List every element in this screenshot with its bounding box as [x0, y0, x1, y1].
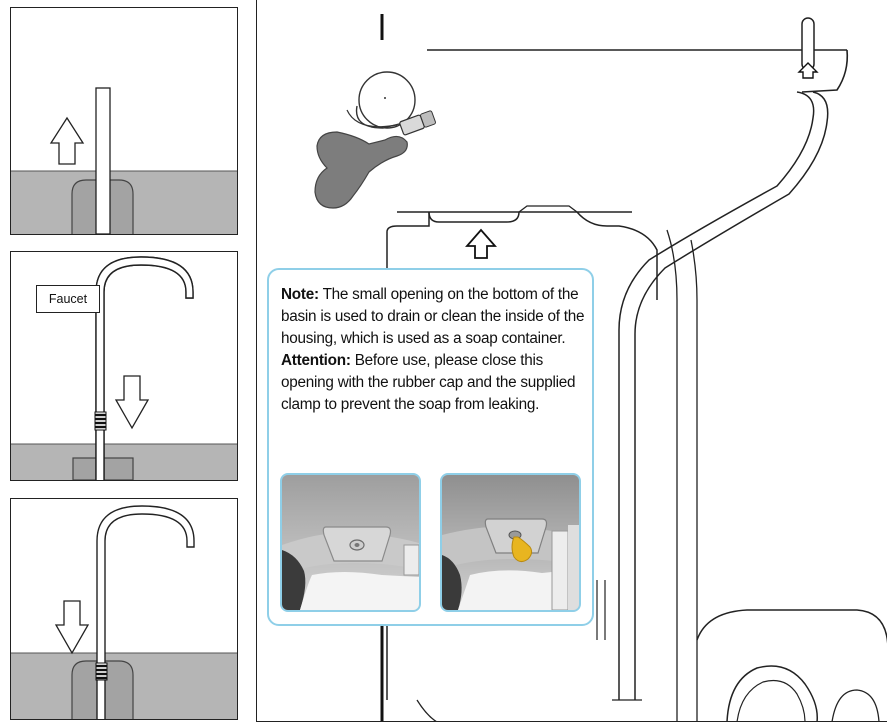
- photo-drain-capped: [440, 473, 581, 612]
- note-label: Note:: [281, 286, 319, 303]
- clamp-and-cap-illustration: [315, 72, 436, 208]
- arrow-up-icon: [51, 118, 83, 164]
- note-callout: Note: The small opening on the bottom of…: [267, 268, 594, 626]
- arrow-up-icon: [467, 230, 495, 258]
- faucet-callout-label: Faucet: [36, 285, 100, 313]
- note-body: The small opening on the bottom of the b…: [281, 286, 584, 347]
- step-panel-push: [10, 498, 238, 720]
- arrow-down-icon: [56, 601, 88, 653]
- step-remove-drawing: [11, 8, 237, 234]
- step-panel-remove: [10, 7, 238, 235]
- step-push-drawing: [11, 499, 237, 719]
- note-text: Note: The small opening on the bottom of…: [281, 284, 586, 416]
- arrow-down-icon: [116, 376, 148, 428]
- step-panel-insert: Faucet: [10, 251, 238, 481]
- attention-label: Attention:: [281, 352, 351, 369]
- photo-drain-opening: [280, 473, 421, 612]
